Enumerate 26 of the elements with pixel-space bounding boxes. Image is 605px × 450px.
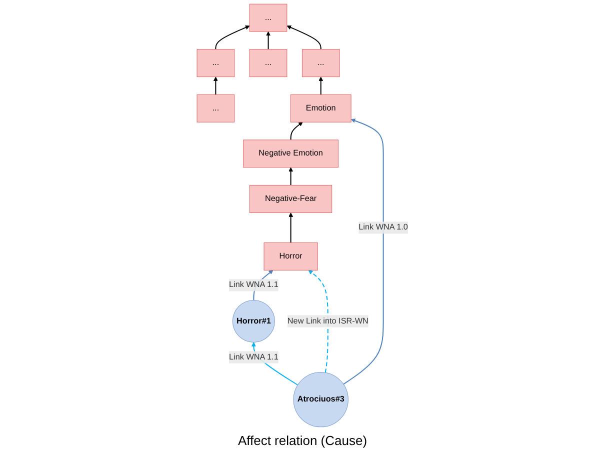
node-box: Negative-Fear bbox=[250, 184, 332, 213]
arrow bbox=[266, 31, 271, 50]
arrow bbox=[213, 76, 218, 95]
node-box: ... bbox=[196, 94, 235, 122]
edge-label: Link WNA 1.1 bbox=[229, 352, 278, 362]
edge-label: New Link into ISR-WN bbox=[287, 316, 368, 326]
node-box: Negative Emotion bbox=[243, 140, 338, 168]
node-box: ... bbox=[302, 49, 340, 78]
node-box: Horror bbox=[264, 242, 318, 270]
node-box: ... bbox=[196, 49, 235, 78]
node-circle: Horror#1 bbox=[232, 300, 275, 342]
arrow bbox=[286, 25, 322, 50]
arrow bbox=[215, 25, 250, 50]
arrow bbox=[318, 76, 324, 95]
note-text: Affect relation (Cause) bbox=[238, 433, 368, 448]
arrow bbox=[290, 122, 303, 140]
arrow bbox=[308, 270, 328, 373]
node-box: ... bbox=[249, 49, 288, 78]
edge-label: Link WNA 1.1 bbox=[229, 280, 278, 290]
edge-label: Link WNA 1.0 bbox=[358, 223, 408, 232]
node-box: ... bbox=[249, 4, 288, 32]
arrow bbox=[288, 212, 294, 243]
arrow bbox=[343, 118, 384, 385]
node-box: Emotion bbox=[290, 94, 352, 122]
node-circle: Atrociuos#3 bbox=[293, 372, 348, 428]
arrow bbox=[288, 167, 294, 186]
